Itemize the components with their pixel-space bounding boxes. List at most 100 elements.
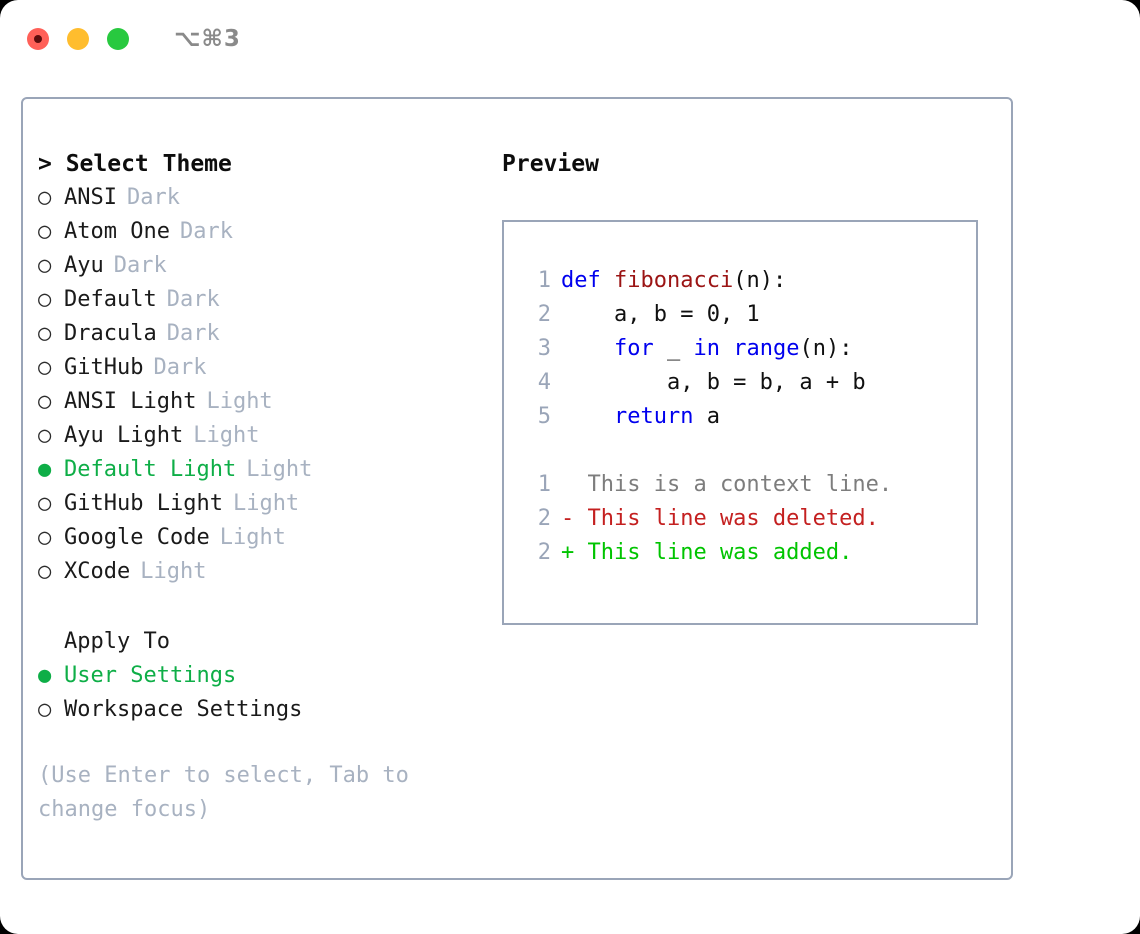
theme-variant-tag: Light bbox=[193, 423, 260, 448]
diff-line-del: 2 - This line was deleted. bbox=[504, 502, 976, 536]
diff-line-add: 2 + This line was added. bbox=[504, 536, 976, 570]
theme-variant-tag: Light bbox=[206, 389, 273, 414]
code-line: 4 a, b = b, a + b bbox=[504, 366, 976, 400]
theme-option-label: Dracula bbox=[64, 321, 157, 346]
radio-unselected-icon: ○ bbox=[38, 219, 52, 244]
code-token-kw: def bbox=[561, 268, 614, 293]
radio-unselected-icon: ○ bbox=[38, 185, 52, 210]
section-spacer bbox=[38, 589, 488, 625]
code-token-plain: _ bbox=[653, 336, 694, 361]
theme-option-label: Atom One bbox=[64, 219, 170, 244]
diff-line-ctx: 1 This is a context line. bbox=[504, 468, 976, 502]
theme-option-label: XCode bbox=[64, 559, 131, 584]
window-controls bbox=[27, 28, 129, 50]
code-token-kw: return bbox=[613, 404, 694, 429]
radio-unselected-icon: ○ bbox=[38, 491, 52, 516]
apply-to-option-label: Workspace Settings bbox=[64, 697, 303, 722]
diff-line-text: - This line was deleted. bbox=[561, 506, 879, 531]
diff-line-number: 2 bbox=[537, 506, 551, 531]
code-line: 3 for _ in range(n): bbox=[504, 332, 976, 366]
code-line: 5 return a bbox=[504, 400, 976, 434]
radio-unselected-icon: ○ bbox=[38, 525, 52, 550]
select-theme-heading: > Select Theme bbox=[38, 151, 232, 177]
theme-option-dracula[interactable]: ○ Dracula Dark bbox=[38, 317, 488, 351]
theme-variant-tag: Dark bbox=[166, 287, 220, 312]
code-token-kw: for bbox=[613, 336, 654, 361]
code-line-text: a, b = b, a + b bbox=[561, 366, 866, 400]
theme-option-label: Google Code bbox=[64, 525, 210, 550]
radio-unselected-icon: ○ bbox=[38, 423, 52, 448]
code-token-plain: (n): bbox=[799, 336, 853, 361]
diff-sample: 1 This is a context line. 2 - This line wa… bbox=[504, 468, 976, 570]
theme-variant-tag: Light bbox=[232, 491, 300, 516]
code-token-plain bbox=[561, 336, 614, 361]
close-button-icon[interactable] bbox=[27, 28, 49, 50]
code-token-plain: a, b = 0, 1 bbox=[561, 302, 760, 327]
recording-dot-icon bbox=[34, 35, 42, 43]
diff-line-number: 1 bbox=[537, 472, 551, 497]
theme-variant-tag: Dark bbox=[179, 219, 233, 244]
theme-option-label: Ayu Light bbox=[64, 423, 184, 448]
code-line-text: def fibonacci(n): bbox=[561, 264, 786, 298]
apply-to-heading: Apply To bbox=[64, 629, 170, 654]
code-line-number: 4 bbox=[537, 370, 551, 395]
theme-option-ayu-light[interactable]: ○ Ayu Light Light bbox=[38, 419, 488, 453]
theme-variant-tag: Light bbox=[219, 525, 286, 550]
keyboard-shortcut-label: ⌥⌘3 bbox=[174, 26, 241, 52]
apply-to-option-label: User Settings bbox=[64, 663, 237, 688]
apply-to-option-list: ● User Settings ○Workspace Settings bbox=[38, 659, 488, 727]
code-token-fn: fibonacci bbox=[613, 268, 734, 293]
apply-to-option-workspace-settings[interactable]: ○Workspace Settings bbox=[38, 693, 488, 727]
preview-heading: Preview bbox=[502, 151, 599, 177]
theme-option-default[interactable]: ○ Default Dark bbox=[38, 283, 488, 317]
radio-unselected-icon: ○ bbox=[38, 355, 52, 380]
radio-unselected-icon: ○ bbox=[38, 321, 52, 346]
radio-unselected-icon: ○ bbox=[38, 389, 52, 414]
theme-option-google-code[interactable]: ○ Google Code Light bbox=[38, 521, 488, 555]
code-line-text: a, b = 0, 1 bbox=[561, 298, 760, 332]
code-line-text: for _ in range(n): bbox=[561, 332, 852, 366]
theme-variant-tag: Dark bbox=[166, 321, 220, 346]
radio-unselected-icon: ○ bbox=[38, 287, 52, 312]
theme-variant-tag: Dark bbox=[126, 185, 180, 210]
code-line: 1 def fibonacci(n): bbox=[504, 264, 976, 298]
title-bar: ⌥⌘3 bbox=[0, 0, 1140, 78]
theme-option-label: GitHub bbox=[64, 355, 144, 380]
theme-option-atom-one[interactable]: ○ Atom One Dark bbox=[38, 215, 488, 249]
code-line-number: 5 bbox=[537, 404, 551, 429]
diff-line-number: 2 bbox=[537, 540, 551, 565]
code-token-plain bbox=[561, 404, 614, 429]
theme-variant-tag: Dark bbox=[113, 253, 167, 278]
theme-variant-tag: Light bbox=[140, 559, 207, 584]
theme-option-label: Default Light bbox=[64, 457, 237, 482]
theme-option-xcode[interactable]: ○ XCode Light bbox=[38, 555, 488, 589]
theme-option-label: Default bbox=[64, 287, 157, 312]
radio-selected-icon: ● bbox=[38, 457, 52, 482]
radio-unselected-icon: ○ bbox=[38, 559, 52, 584]
apply-to-option-user-settings[interactable]: ● User Settings bbox=[38, 659, 488, 693]
keyboard-hint-text: (Use Enter to select, Tab to change focu… bbox=[38, 763, 409, 822]
radio-selected-icon: ● bbox=[38, 663, 52, 688]
code-token-kw: in bbox=[693, 336, 720, 361]
theme-option-default-light[interactable]: ● Default Light Light bbox=[38, 453, 488, 487]
theme-variant-tag: Light bbox=[246, 457, 313, 482]
code-line-number: 1 bbox=[537, 268, 551, 293]
code-token-plain bbox=[720, 336, 733, 361]
maximize-button-icon[interactable] bbox=[107, 28, 129, 50]
code-token-kw: range bbox=[733, 336, 800, 361]
minimize-button-icon[interactable] bbox=[67, 28, 89, 50]
diff-line-text: This is a context line. bbox=[561, 472, 893, 497]
radio-unselected-icon: ○ bbox=[38, 253, 52, 278]
diff-line-text: + This line was added. bbox=[561, 540, 853, 565]
